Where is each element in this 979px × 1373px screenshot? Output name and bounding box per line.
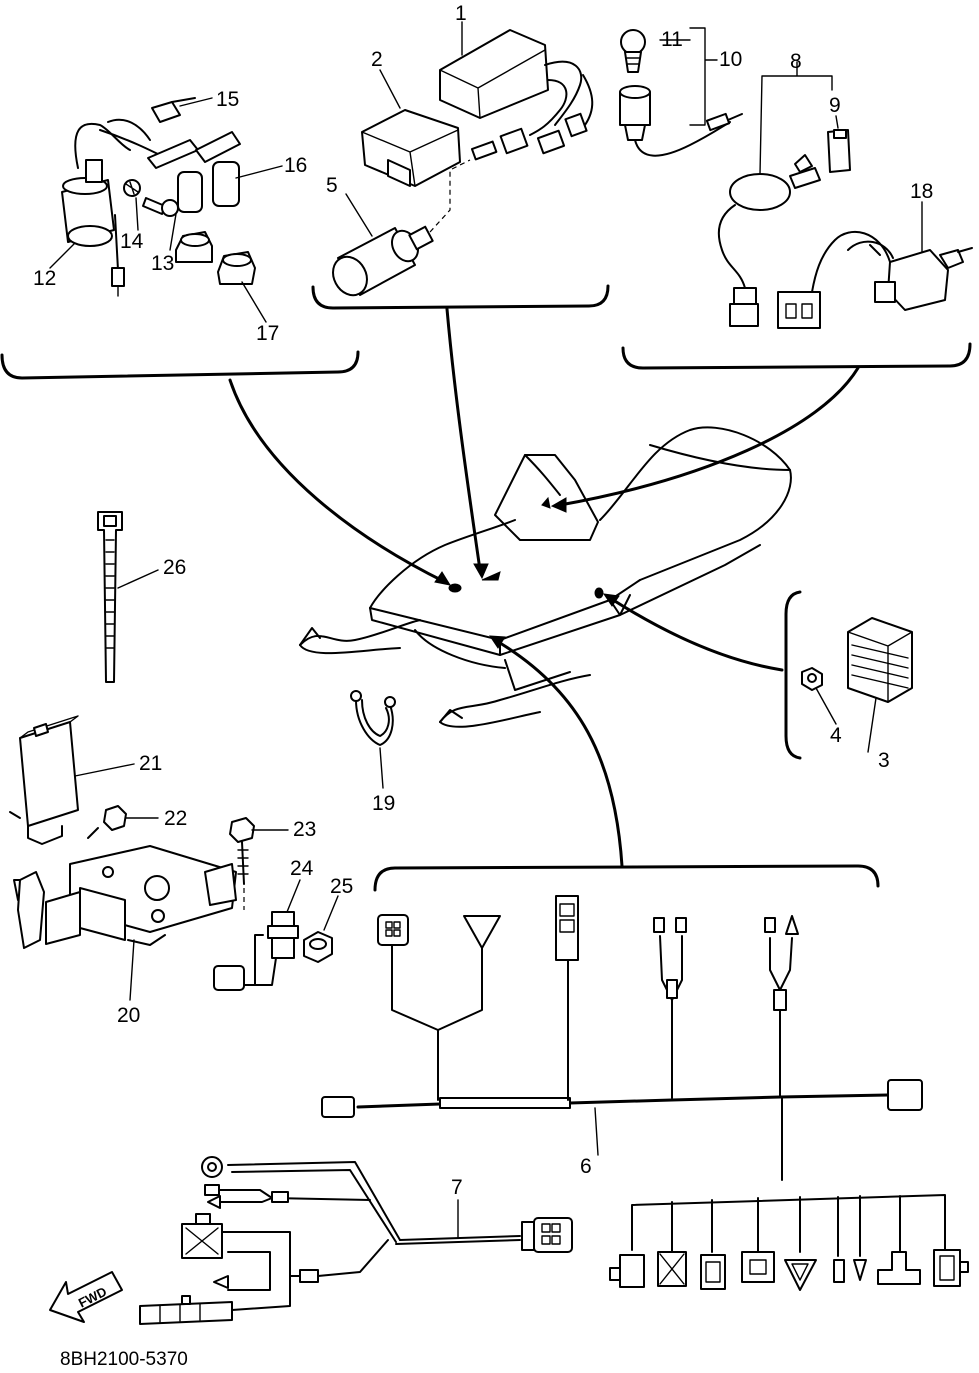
key-9: [827, 129, 851, 173]
callout-6: 6: [580, 1155, 592, 1178]
inset-frame-cdi-unit: [311, 284, 610, 310]
main-switch-8: [717, 154, 821, 327]
callout-17: 17: [256, 322, 279, 345]
grommet-17: [175, 231, 256, 285]
nut-4: [801, 667, 823, 691]
inset-frame-wire-harness: [373, 864, 880, 892]
bulb-11: [620, 29, 646, 73]
cable-tie-26: [97, 511, 123, 683]
bulb-socket-10: [619, 85, 743, 157]
clamp-19: [350, 690, 396, 746]
relay-24: [213, 911, 299, 991]
bolt-13: [142, 197, 179, 217]
callout-1: 1: [455, 2, 467, 25]
emergency-switch-18: [777, 231, 973, 329]
leader-cdi-inset: [445, 307, 482, 572]
cdi-cover: [361, 109, 498, 187]
leader-harness-inset: [493, 638, 624, 868]
callout-9: 9: [829, 94, 841, 117]
leader-ignition-inset: [228, 378, 447, 584]
callout-21: 21: [139, 752, 162, 775]
callout-22: 22: [164, 807, 187, 830]
spark-plug-caps-16: [147, 131, 241, 213]
callout-23: 23: [293, 818, 316, 841]
grommet-25: [303, 931, 333, 963]
cover-21: [9, 715, 79, 845]
bolt-23: [229, 817, 255, 910]
leader-rectifier-inset: [608, 596, 784, 672]
callout-12: 12: [33, 267, 56, 290]
inset-frame-switches: [621, 342, 972, 370]
bracket-20: [13, 827, 237, 949]
callout-labels: 1 2 3 4 5 6 7 8 9 10 11 12 13 14 15 16 1…: [33, 2, 933, 1199]
inset-frame-rectifier: [784, 590, 802, 760]
callout-4: 4: [830, 724, 842, 747]
drawing-code: 8BH2100-5370: [60, 1349, 188, 1370]
sub-harness-7: [139, 1156, 573, 1325]
callout-2: 2: [371, 48, 383, 71]
callout-13: 13: [151, 252, 174, 275]
rectifier-regulator-3: [847, 617, 913, 703]
callout-19: 19: [372, 792, 395, 815]
callout-14: 14: [120, 230, 144, 253]
callout-20: 20: [117, 1004, 140, 1027]
callout-24: 24: [290, 857, 314, 880]
callout-5: 5: [326, 174, 338, 197]
callout-8: 8: [790, 50, 802, 73]
callout-leaders: [49, 21, 923, 1239]
callout-15: 15: [216, 88, 239, 111]
cdi-unit: [439, 29, 594, 155]
bolt-14: [123, 179, 141, 197]
callout-18: 18: [910, 180, 933, 203]
callout-16: 16: [284, 154, 307, 177]
callout-10: 10: [719, 48, 742, 71]
callout-3: 3: [878, 749, 890, 772]
callout-11: 11: [661, 28, 683, 51]
callout-26: 26: [163, 556, 186, 579]
snowmobile-outline: [299, 426, 792, 728]
ignition-coil: [61, 118, 171, 297]
fwd-arrow-icon: FWD: [49, 1271, 123, 1323]
callout-25: 25: [330, 875, 353, 898]
leader-switch-inset: [558, 366, 860, 507]
capacitor: [332, 159, 471, 297]
inset-frame-ignition-coil: [0, 350, 360, 380]
callout-7: 7: [451, 1176, 463, 1199]
nut-22: [103, 805, 127, 831]
wire-harness-6: [321, 895, 969, 1291]
spark-plug-cap-15: [151, 97, 196, 123]
